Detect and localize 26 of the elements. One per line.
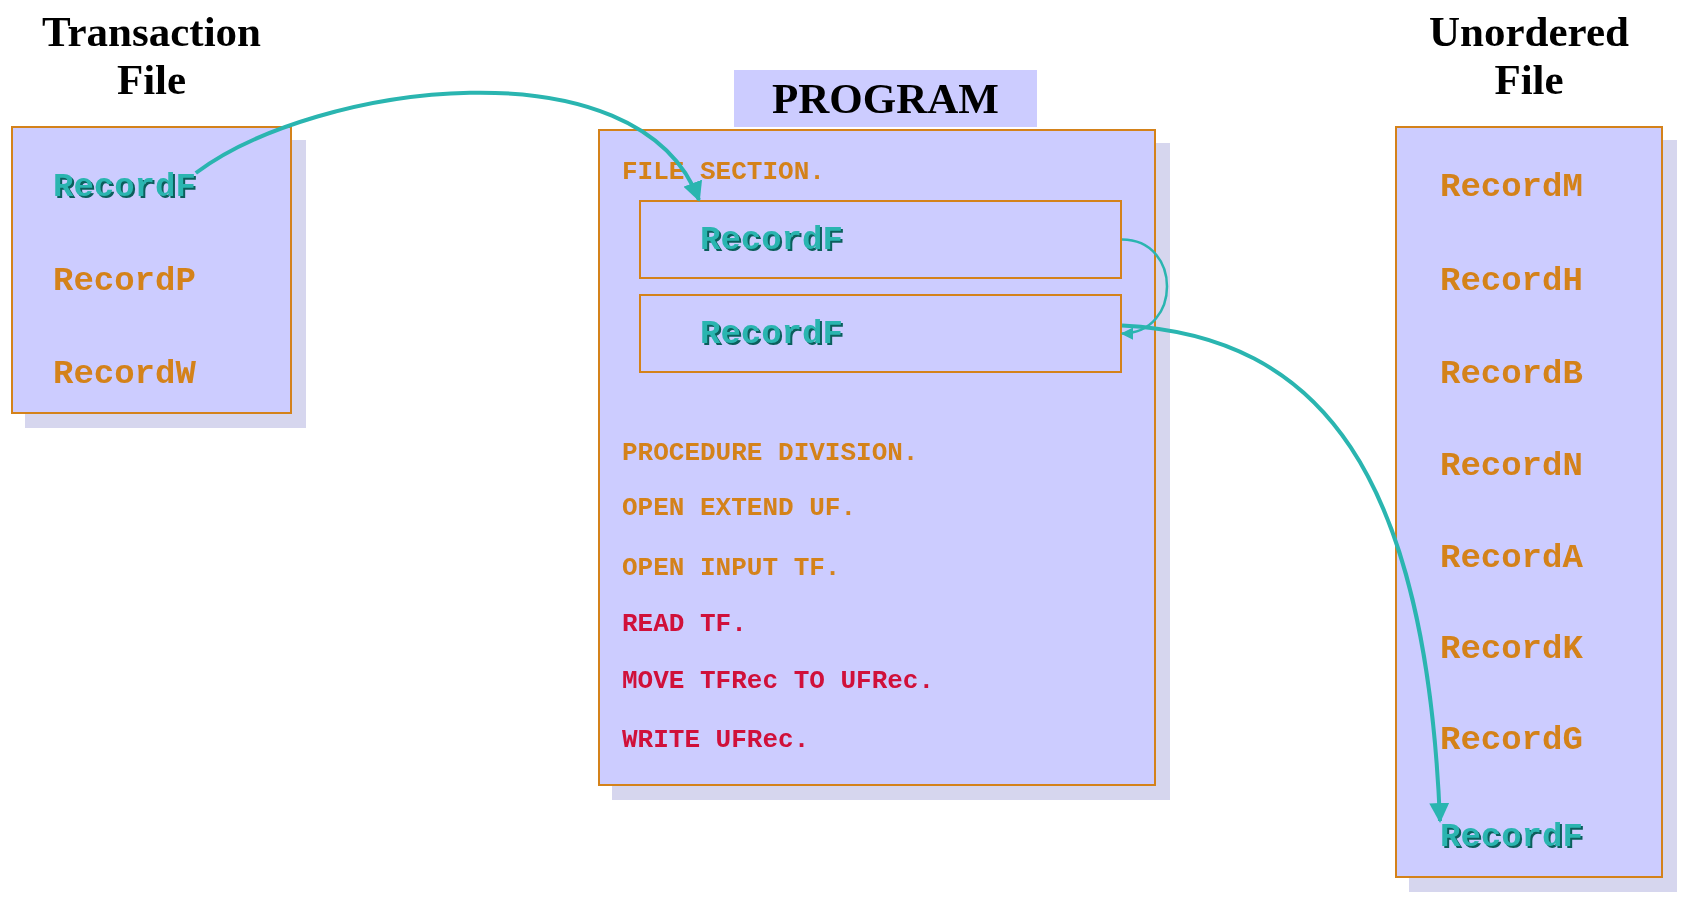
heading: PROGRAM (734, 70, 1037, 127)
heading: Transaction File (41, 8, 262, 104)
arrow (1121, 323, 1449, 823)
arrow (194, 90, 701, 202)
record-label: RecordF (53, 167, 196, 207)
record-label: RecordA (1440, 538, 1583, 578)
code-line: FILE SECTION. (622, 157, 825, 187)
code-line: MOVE TFRec TO UFRec. (622, 666, 935, 696)
arrow (1120, 238, 1169, 339)
code-line: OPEN EXTEND UF. (622, 493, 857, 523)
code-line: OPEN INPUT TF. (622, 553, 841, 583)
record-box: RecordF (639, 200, 1122, 279)
record-box: RecordF (639, 294, 1122, 373)
record-label: RecordW (53, 354, 196, 394)
heading: Unordered File (1428, 8, 1630, 104)
code-line: WRITE UFRec. (622, 725, 810, 755)
record-label: RecordG (1440, 720, 1583, 760)
record-label: RecordM (1440, 167, 1583, 207)
code-line: READ TF. (622, 609, 747, 639)
record-label: RecordN (1440, 446, 1583, 486)
record-label: RecordH (1440, 261, 1583, 301)
record-label: RecordK (1440, 629, 1583, 669)
record-label: RecordP (53, 261, 196, 301)
record-label: RecordF (1440, 817, 1583, 857)
record-label: RecordB (1440, 354, 1583, 394)
code-line: PROCEDURE DIVISION. (622, 438, 919, 468)
